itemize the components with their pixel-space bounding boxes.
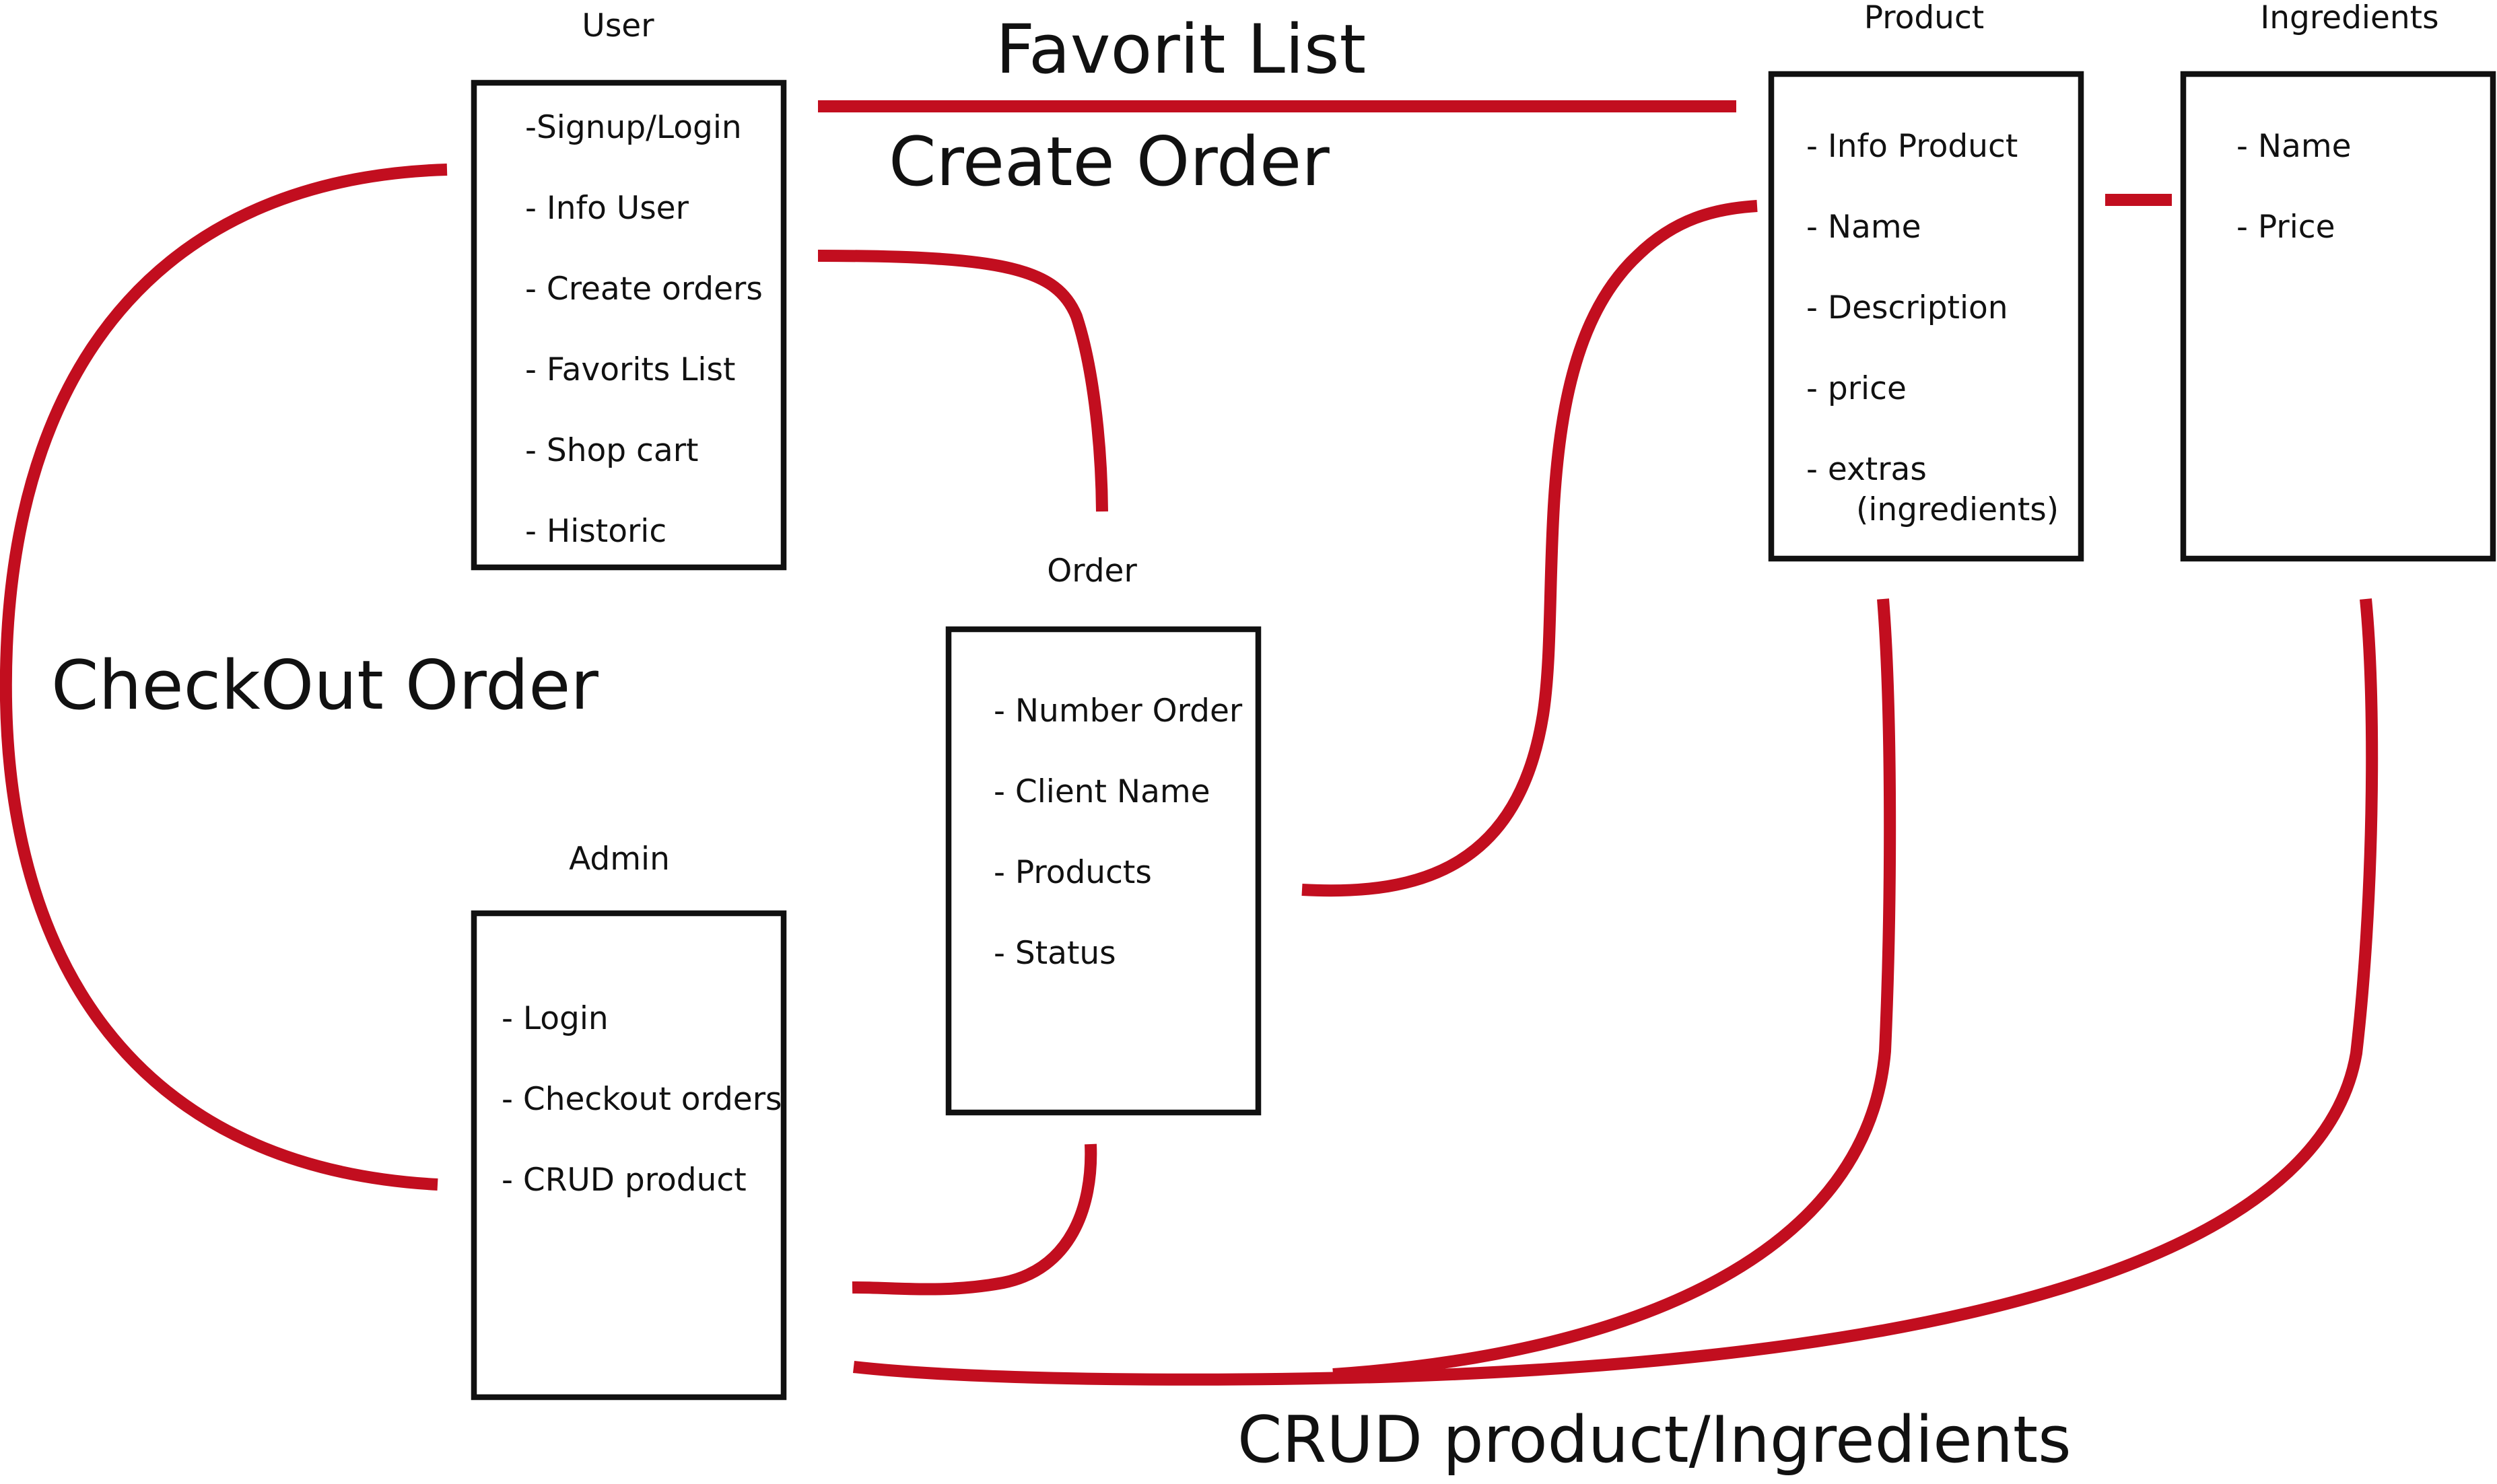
- checkout-order-connector: [0, 164, 448, 1191]
- product-item: - Description: [1806, 289, 2008, 326]
- user-item: - Favorits List: [525, 351, 735, 388]
- relationship-labels: Favorit List Create Order CheckOut Order…: [51, 9, 2072, 1477]
- ingredients-entity: Ingredients - Name - Price: [2180, 0, 2496, 562]
- admin-box: [471, 910, 787, 1401]
- product-title: Product: [1864, 0, 1984, 36]
- product-item: - extras: [1806, 451, 1927, 488]
- relationship-connectors: [0, 100, 2379, 1386]
- order-box: [945, 626, 1262, 1116]
- user-title: User: [582, 7, 654, 44]
- product-item: (ingredients): [1856, 491, 2059, 528]
- ingredients-title: Ingredients: [2260, 0, 2438, 36]
- admin-item: - CRUD product: [502, 1162, 747, 1199]
- user-entity: User -Signup/Login - Info User - Create …: [471, 7, 787, 571]
- order-to-product-connector: [1301, 200, 1758, 897]
- user-to-order-connector: [817, 250, 1108, 512]
- checkout-order-label: CheckOut Order: [51, 645, 598, 725]
- crud-product-connector: [1332, 598, 1896, 1380]
- admin-item: - Checkout orders: [502, 1081, 782, 1118]
- crud-ingredients-connector: [852, 598, 2379, 1386]
- order-item: - Client Name: [994, 773, 1210, 810]
- product-item: - price: [1806, 370, 1907, 407]
- order-title: Order: [1047, 553, 1137, 590]
- product-item: - Name: [1806, 209, 1921, 246]
- admin-item: - Login: [502, 1000, 609, 1037]
- user-item: - Shop cart: [525, 432, 698, 469]
- user-box: [471, 79, 787, 571]
- create-order-label: Create Order: [889, 122, 1330, 201]
- order-entity: Order - Number Order - Client Name - Pro…: [945, 553, 1262, 1116]
- user-item: - Info User: [525, 190, 689, 227]
- ingredients-box: [2180, 71, 2496, 562]
- product-entity: Product - Info Product - Name - Descript…: [1768, 0, 2084, 562]
- order-to-admin-connector: [852, 1143, 1097, 1296]
- user-item: - Historic: [525, 513, 666, 550]
- ingredients-item: - Price: [2236, 209, 2335, 246]
- user-item: - Create orders: [525, 271, 763, 308]
- order-item: - Products: [994, 854, 1152, 891]
- user-item: -Signup/Login: [525, 109, 742, 146]
- order-item: - Number Order: [994, 693, 1243, 730]
- favorit-list-label: Favorit List: [996, 9, 1366, 89]
- ingredients-item: - Name: [2236, 128, 2352, 165]
- crud-product-ingredients-label: CRUD product/Ingredients: [1237, 1403, 2072, 1477]
- order-item: - Status: [994, 935, 1116, 972]
- admin-entity: Admin - Login - Checkout orders - CRUD p…: [471, 841, 787, 1401]
- product-box: [1768, 71, 2084, 562]
- admin-title: Admin: [569, 841, 670, 878]
- product-item: - Info Product: [1806, 128, 2018, 165]
